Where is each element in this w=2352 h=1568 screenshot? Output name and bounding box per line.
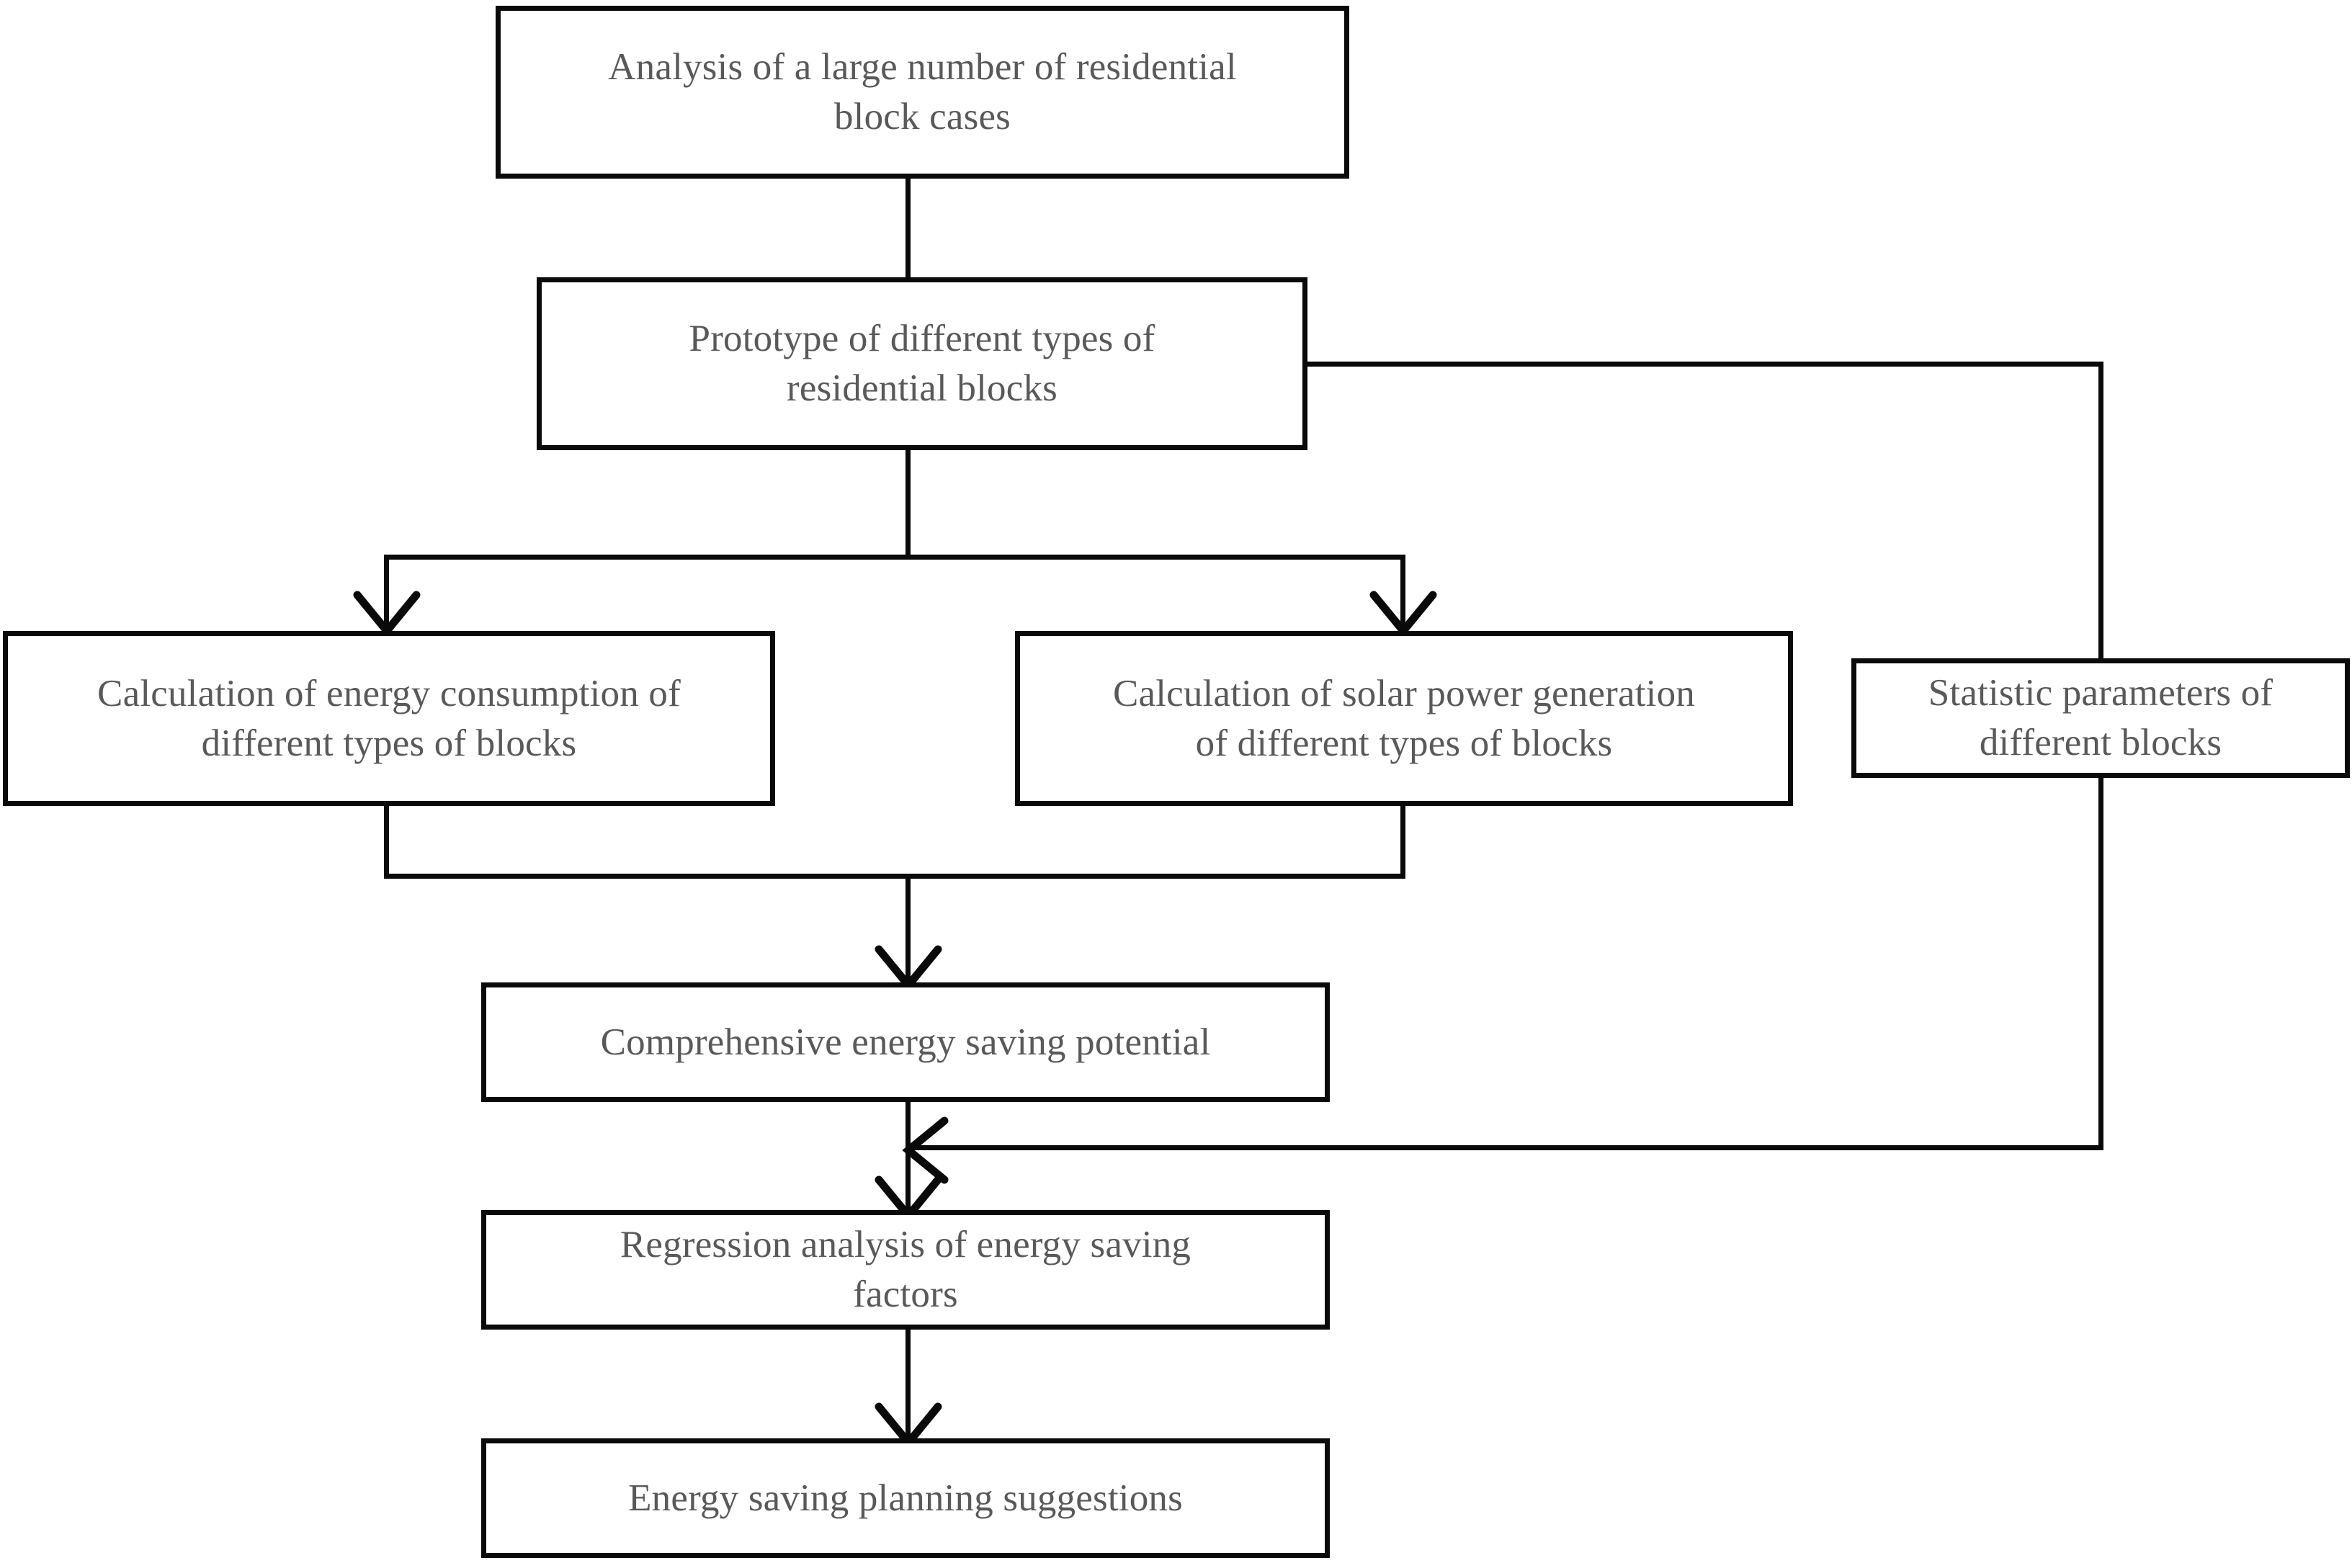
node-analysis-cases[interactable]: Analysis of a large number of residentia… xyxy=(496,6,1349,179)
edge-regression-to-suggestions xyxy=(906,1330,911,1441)
node-regression-analysis-label: Regression analysis of energy saving fac… xyxy=(620,1224,1191,1315)
node-energy-saving-potential[interactable]: Comprehensive energy saving potential xyxy=(481,982,1330,1102)
node-statistic-parameters-label: Statistic parameters of different blocks xyxy=(1928,672,2273,763)
edge-split-left-drop xyxy=(384,555,389,629)
node-prototype-blocks-label: Prototype of different types of resident… xyxy=(689,318,1155,409)
edge-statistic-to-regression-horizontal xyxy=(906,1145,2103,1150)
node-solar-power-label: Calculation of solar power generation of… xyxy=(1112,672,1695,764)
edge-solar-power-drop xyxy=(1400,806,1405,879)
edge-prototype-drop xyxy=(906,450,911,559)
node-solar-power[interactable]: Calculation of solar power generation of… xyxy=(1015,631,1793,806)
edge-merge-to-potential xyxy=(906,874,911,983)
edge-potential-to-regression xyxy=(906,1102,911,1214)
edge-analysis-to-prototype xyxy=(906,179,911,281)
node-energy-consumption-label: Calculation of energy consumption of dif… xyxy=(97,672,681,764)
edge-merge-bar xyxy=(384,874,1405,879)
node-analysis-cases-label: Analysis of a large number of residentia… xyxy=(608,46,1237,138)
edge-energy-consumption-drop xyxy=(384,806,389,879)
node-planning-suggestions[interactable]: Energy saving planning suggestions xyxy=(481,1438,1330,1558)
edge-prototype-to-statistic-horizontal xyxy=(1305,362,2103,367)
node-prototype-blocks[interactable]: Prototype of different types of resident… xyxy=(537,277,1307,450)
arrowhead-to-energy-consumption xyxy=(353,589,421,637)
node-regression-analysis[interactable]: Regression analysis of energy saving fac… xyxy=(481,1210,1330,1330)
edge-split-right-drop xyxy=(1400,555,1405,629)
edge-split-bar xyxy=(384,555,1405,560)
node-planning-suggestions-label: Energy saving planning suggestions xyxy=(628,1477,1183,1519)
arrowhead-merge-statistic xyxy=(902,1116,950,1184)
node-energy-saving-potential-label: Comprehensive energy saving potential xyxy=(600,1021,1211,1063)
node-energy-consumption[interactable]: Calculation of energy consumption of dif… xyxy=(3,631,775,806)
arrowhead-to-solar-power xyxy=(1369,589,1437,637)
node-statistic-parameters[interactable]: Statistic parameters of different blocks xyxy=(1851,658,2350,778)
